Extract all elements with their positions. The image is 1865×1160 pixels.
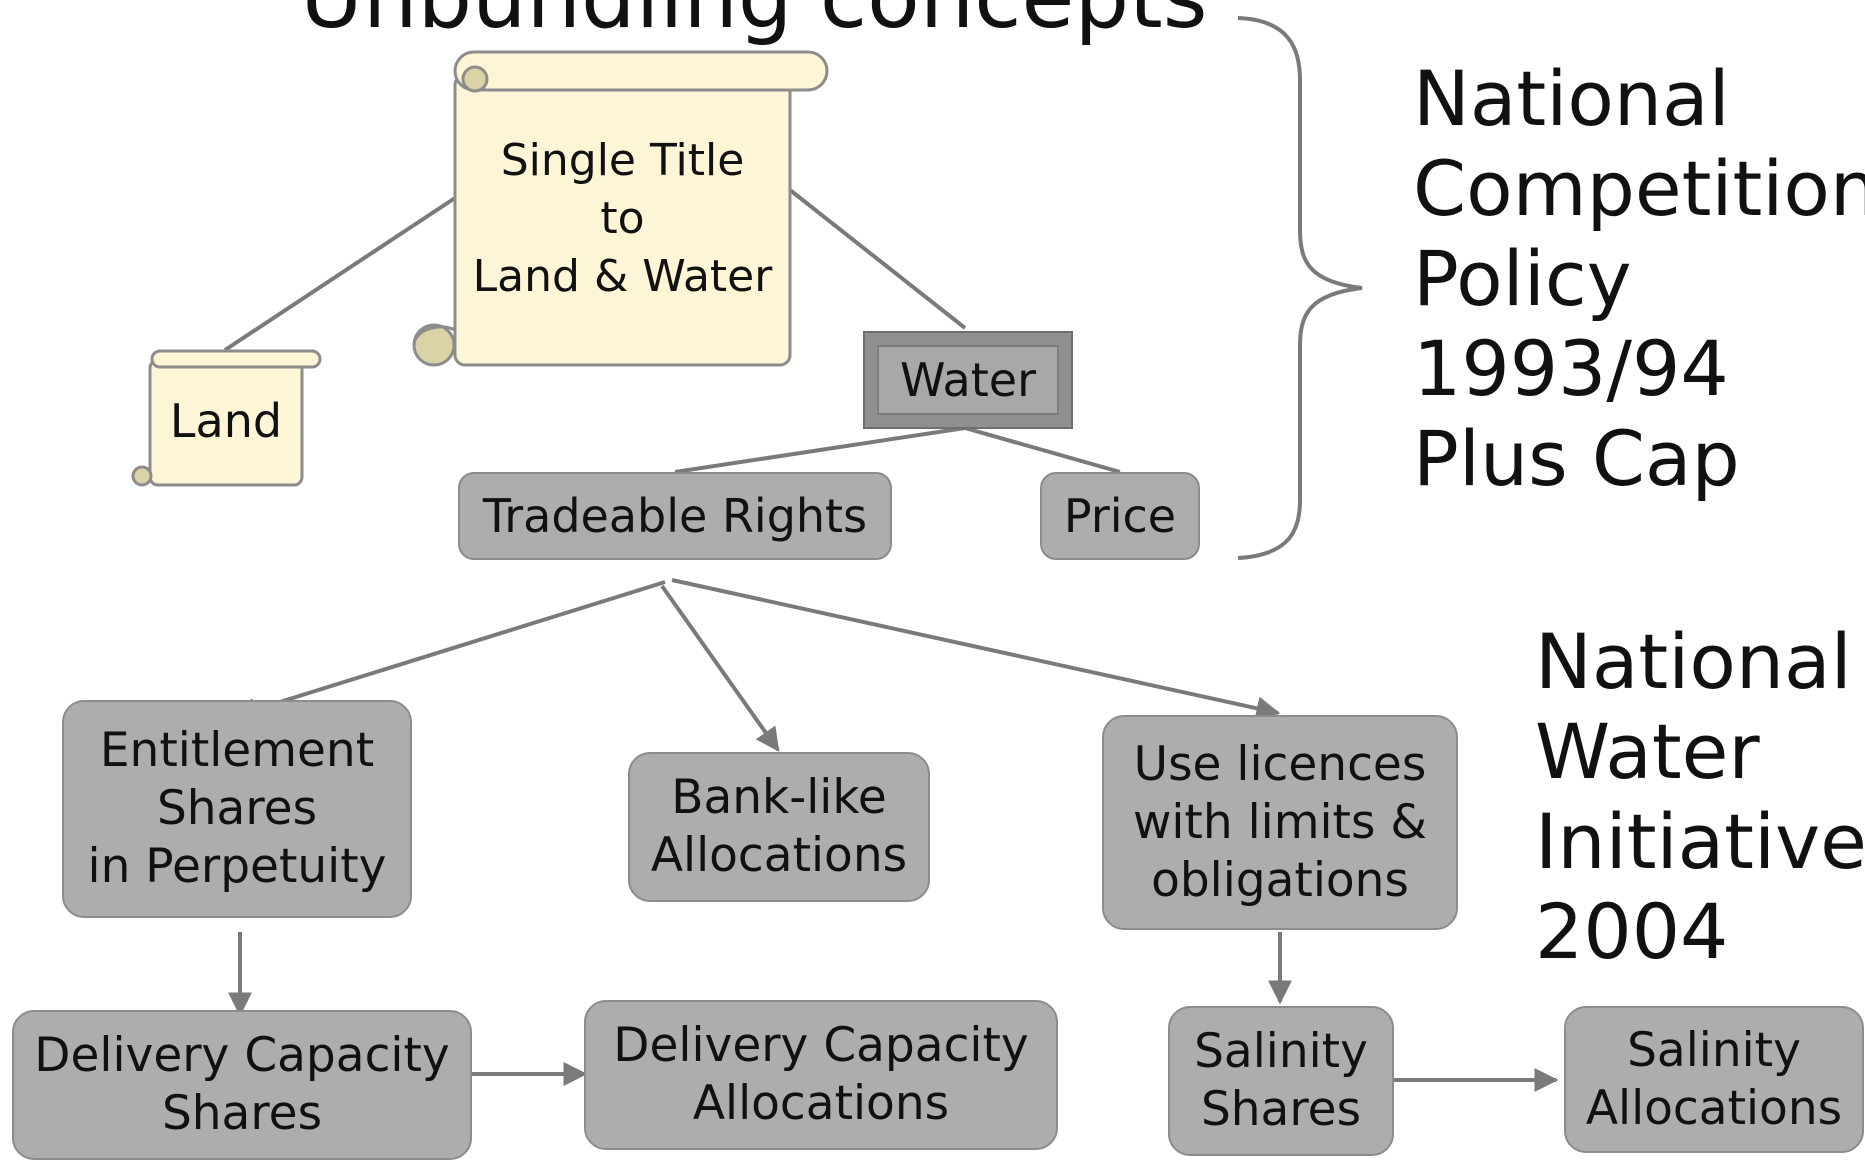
price-box: Price: [1040, 472, 1200, 560]
water-label: Water: [900, 353, 1036, 407]
single-title-scroll-icon: [412, 50, 829, 367]
land-label: Land: [169, 394, 283, 448]
salinity-allocations-box: Salinity Allocations: [1564, 1006, 1864, 1153]
delivery-capacity-allocations-box: Delivery Capacity Allocations: [584, 1000, 1058, 1150]
use-licences-box: Use licences with limits & obligations: [1102, 715, 1458, 930]
salinity-shares-box: Salinity Shares: [1168, 1006, 1394, 1156]
land-scroll-icon: [131, 349, 322, 487]
nwi-label: National Water Initiative 2004: [1535, 617, 1865, 976]
ncp-label: National Competition Policy 1993/94 Plus…: [1413, 54, 1865, 503]
bank-like-allocations-box: Bank-like Allocations: [628, 752, 930, 902]
page-title: Unbundling concepts: [300, 0, 1400, 48]
delivery-capacity-shares-box: Delivery Capacity Shares: [12, 1010, 472, 1160]
tradeable-rights-box: Tradeable Rights: [458, 472, 892, 560]
entitlement-shares-box: Entitlement Shares in Perpetuity: [62, 700, 412, 918]
single-title-label: Single Title to Land & Water: [472, 135, 773, 302]
water-bevel-box: [863, 331, 1073, 429]
